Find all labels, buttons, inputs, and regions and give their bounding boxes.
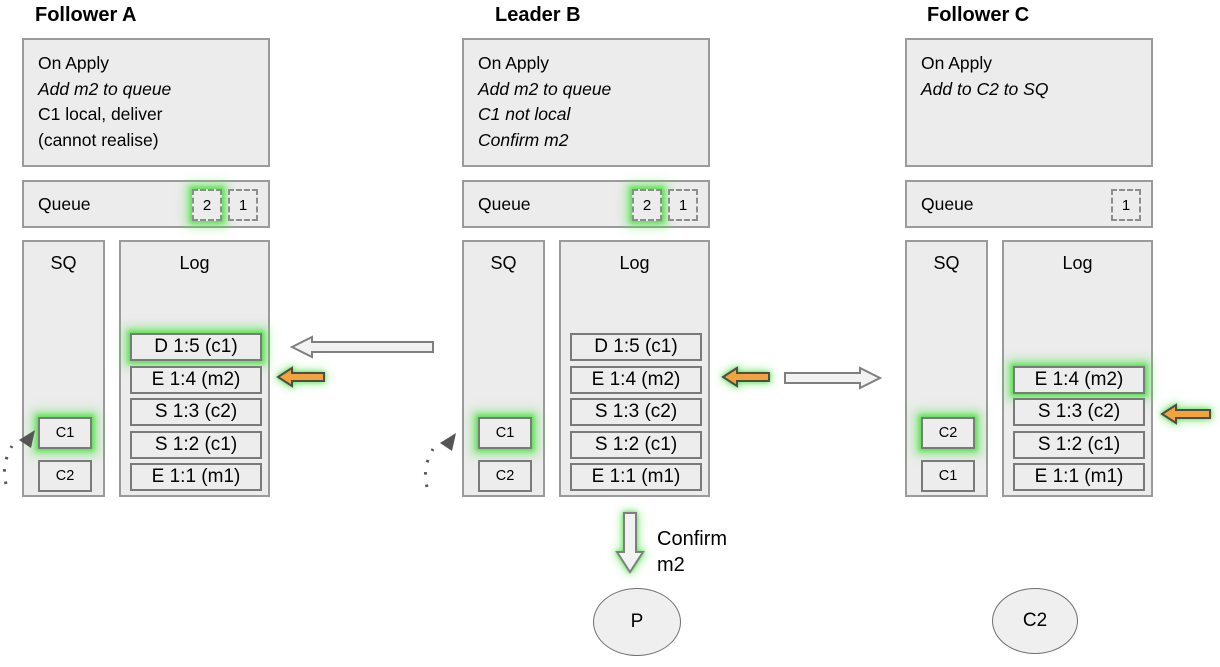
sq-header: SQ xyxy=(50,253,77,273)
node-title: Follower C xyxy=(927,4,1030,26)
confirm-line-1: Confirm xyxy=(657,528,728,550)
log-entry: S 1:2 (c1) xyxy=(130,431,262,459)
apply-pointer-arrow-icon-b xyxy=(721,366,770,388)
log-box: Log D 1:5 (c1) E 1:4 (m2) S 1:3 (c2) S 1:2 (… xyxy=(119,240,270,497)
on-apply-line: C1 local, deliver xyxy=(38,104,163,124)
sq-header: SQ xyxy=(490,253,517,273)
on-apply-line: On Apply xyxy=(921,53,993,73)
on-apply-line: On Apply xyxy=(478,53,550,73)
on-apply-line: Add m2 to queue xyxy=(478,78,612,99)
sq-item: C1 xyxy=(921,460,975,492)
log-header: Log xyxy=(179,253,210,273)
on-apply-line: Confirm m2 xyxy=(478,129,569,150)
on-apply-line: Add to C2 to SQ xyxy=(921,78,1049,99)
log-entry: E 1:1 (m1) xyxy=(130,463,262,491)
log-entry: S 1:3 (c2) xyxy=(130,398,262,426)
log-entry: S 1:2 (c1) xyxy=(570,431,702,459)
queue-slot: 2 xyxy=(632,189,662,221)
log-header: Log xyxy=(1062,253,1093,273)
log-entry: D 1:5 (c1) xyxy=(130,333,262,361)
deliver-dotted-arrow-icon-b xyxy=(423,433,456,488)
queue-slot: 2 xyxy=(192,189,222,221)
sq-item: C1 xyxy=(38,417,92,449)
log-entry: E 1:1 (m1) xyxy=(570,463,702,491)
node-title: Leader B xyxy=(495,4,581,26)
log-entry: E 1:1 (m1) xyxy=(1013,463,1145,491)
log-entry: E 1:4 (m2) xyxy=(1013,366,1145,394)
log-entry: S 1:3 (c2) xyxy=(570,398,702,426)
on-apply-line: Add m2 to queue xyxy=(38,78,172,99)
log-box: Log D 1:5 (c1) E 1:4 (m2) S 1:3 (c2) S 1:2 (… xyxy=(559,240,710,497)
process-c2-label: C2 xyxy=(1022,610,1048,631)
log-entry: S 1:2 (c1) xyxy=(1013,431,1145,459)
queue-slot: 1 xyxy=(1111,189,1141,221)
sq-item: C2 xyxy=(921,417,975,449)
log-entry: E 1:4 (m2) xyxy=(130,366,262,394)
apply-pointer-arrow-icon-c xyxy=(1160,403,1211,425)
queue-label: Queue xyxy=(478,194,531,214)
sq-item: C1 xyxy=(478,417,532,449)
log-entry: D 1:5 (c1) xyxy=(570,333,702,361)
log-box: Log E 1:4 (m2) S 1:3 (c2) S 1:2 (c1) E 1:1 (… xyxy=(1002,240,1153,497)
queue-slot: 1 xyxy=(228,189,258,221)
log-header: Log xyxy=(619,253,650,273)
queue-slot: 1 xyxy=(668,189,698,221)
sq-item: C2 xyxy=(478,460,532,492)
queue-label: Queue xyxy=(921,194,974,214)
process-ellipse-c2: C2 xyxy=(992,588,1078,654)
confirm-down-arrow-icon xyxy=(615,512,645,574)
deliver-dotted-arrow-icon-a xyxy=(2,430,35,485)
replicate-left-arrow-icon xyxy=(290,335,434,359)
on-apply-line: C1 not local xyxy=(478,104,571,124)
on-apply-line: (cannot realise) xyxy=(38,129,159,150)
queue-box: Queue 1 xyxy=(905,180,1153,228)
process-p-label: P xyxy=(630,611,644,632)
confirm-line-2: m2 xyxy=(657,554,685,576)
process-ellipse-p: P xyxy=(593,588,681,656)
queue-label: Queue xyxy=(38,194,91,214)
apply-pointer-arrow-icon-a xyxy=(276,366,325,388)
confirm-m2-label: Confirm m2 xyxy=(657,526,727,578)
log-entry: S 1:3 (c2) xyxy=(1013,398,1145,426)
on-apply-line: On Apply xyxy=(38,53,110,73)
log-entry: E 1:4 (m2) xyxy=(570,366,702,394)
sq-item: C2 xyxy=(38,460,92,492)
sq-header: SQ xyxy=(933,253,960,273)
replicate-right-arrow-icon xyxy=(784,366,883,390)
queue-slots: 1 xyxy=(1111,189,1141,221)
node-title: Follower A xyxy=(35,4,137,26)
